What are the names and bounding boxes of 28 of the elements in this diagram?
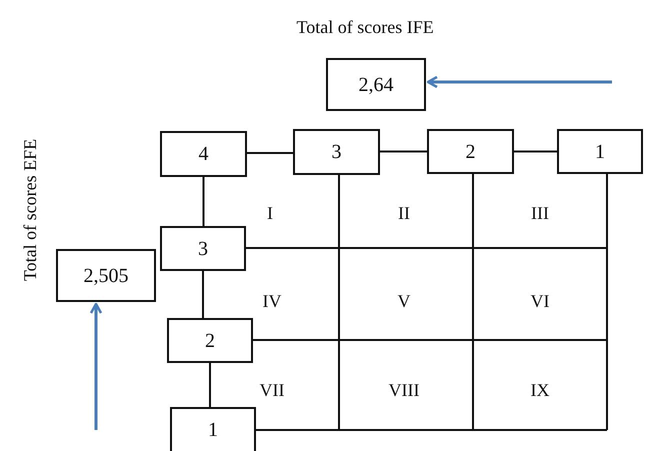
axis-title: Total of scores EFE <box>21 138 40 282</box>
value-box: 1 <box>170 407 256 451</box>
value-box: 3 <box>293 129 380 175</box>
connector-line <box>514 150 557 152</box>
value-box: 2,64 <box>326 58 426 111</box>
zone-label: VIII <box>388 381 420 399</box>
connector-line <box>380 150 427 152</box>
zone-label: I <box>267 204 273 222</box>
connector-line <box>202 177 204 226</box>
connector-line <box>247 152 293 154</box>
value-box: 2 <box>427 129 514 174</box>
connector-line <box>209 363 211 407</box>
value-box: 2,505 <box>56 249 156 302</box>
value-box: 3 <box>160 226 246 271</box>
zone-label: II <box>398 204 410 222</box>
zone-label: VI <box>530 292 550 310</box>
zone-label: V <box>398 292 410 310</box>
value-box: 4 <box>160 131 247 177</box>
zone-label: IX <box>530 381 550 399</box>
value-box: 2 <box>167 318 253 363</box>
arrow <box>90 302 102 430</box>
arrow <box>426 76 612 88</box>
zone-label: III <box>531 204 549 222</box>
connector-line <box>202 271 204 318</box>
zone-label: IV <box>262 292 282 310</box>
axis-title: Total of scores IFE <box>296 18 434 36</box>
zone-label: VII <box>260 381 284 399</box>
value-box: 1 <box>557 129 643 174</box>
